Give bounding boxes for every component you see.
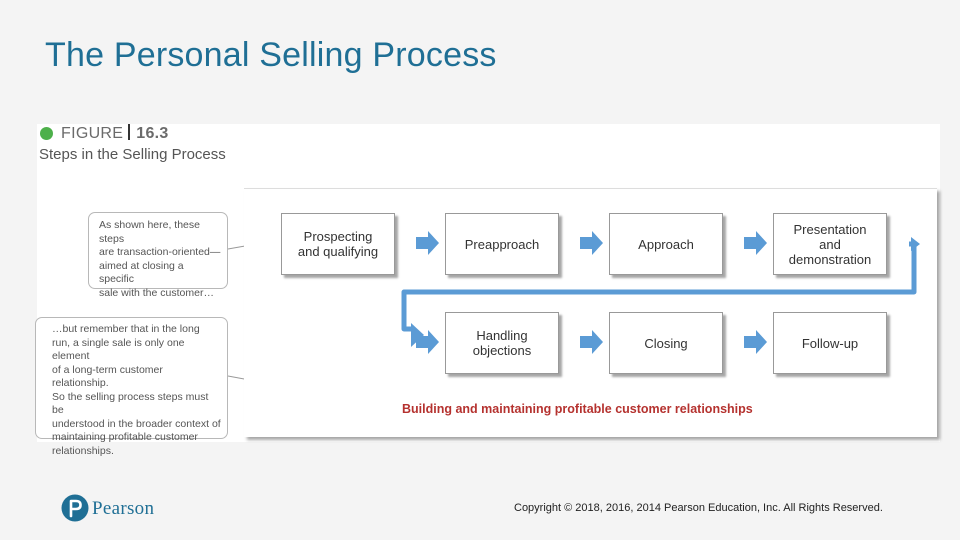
note-line: As shown here, these steps	[99, 219, 200, 245]
figure-label: FIGURE 16.3	[61, 124, 169, 143]
figure-word: FIGURE	[61, 125, 124, 142]
flow-arrow-6	[580, 330, 603, 354]
flow-arrow-2	[580, 231, 603, 255]
step-label: objections	[472, 343, 532, 358]
flow-arrows	[401, 231, 920, 354]
note-line: aimed at closing a specific	[99, 259, 184, 286]
step-label: Presentation	[793, 221, 867, 237]
note-relationship: …but remember that in the long run, a si…	[35, 317, 228, 457]
note-line: relationships.	[52, 444, 114, 457]
copyright: Copyright © 2018, 2016, 2014 Pearson Edu…	[514, 502, 883, 514]
note-line: understood in the broader context of	[52, 417, 221, 430]
step-preapproach: Preapproach	[445, 213, 559, 275]
step-label: Preapproach	[464, 236, 540, 252]
pearson-logo-icon	[61, 494, 89, 522]
step-label: Follow-up	[801, 335, 859, 351]
figure-divider	[128, 124, 131, 140]
note-transaction: As shown here, these steps are transacti…	[88, 212, 228, 299]
step-label: demonstration	[788, 251, 872, 267]
note-line: sale with the customer…	[99, 286, 214, 299]
note-line: run, a single sale is only one element	[52, 336, 185, 363]
step-approach: Approach	[609, 213, 723, 275]
return-path-cap	[911, 237, 920, 251]
flow-arrow-1	[416, 231, 439, 255]
step-label: and qualifying	[297, 244, 379, 259]
figure-caption: Steps in the Selling Process	[39, 146, 226, 163]
step-follow-up: Follow-up	[773, 312, 887, 374]
step-label: and	[819, 236, 841, 252]
note-line: …but remember that in the long	[52, 323, 200, 335]
flow-arrow-3	[744, 231, 767, 255]
figure-number: 16.3	[136, 125, 169, 142]
note-line: of a long-term customer relationship.	[52, 363, 163, 390]
slide-title: The Personal Selling Process	[45, 36, 497, 74]
note-line: maintaining profitable customer	[52, 431, 198, 443]
step-label: Closing	[644, 335, 688, 351]
figure-dot-icon	[40, 127, 53, 140]
pearson-wordmark: Pearson	[92, 498, 155, 519]
step-label: Approach	[638, 236, 694, 252]
note-line: are transaction-oriented—	[99, 246, 221, 258]
step-label: Handling	[476, 328, 528, 343]
flow-arrow-4	[411, 323, 424, 347]
note-line: So the selling process steps must be	[52, 390, 209, 417]
flow-arrow-7	[744, 330, 767, 354]
step-closing: Closing	[609, 312, 723, 374]
relationship-label: Building and maintaining profitable cust…	[402, 402, 753, 416]
step-label: Prospecting	[303, 229, 373, 244]
